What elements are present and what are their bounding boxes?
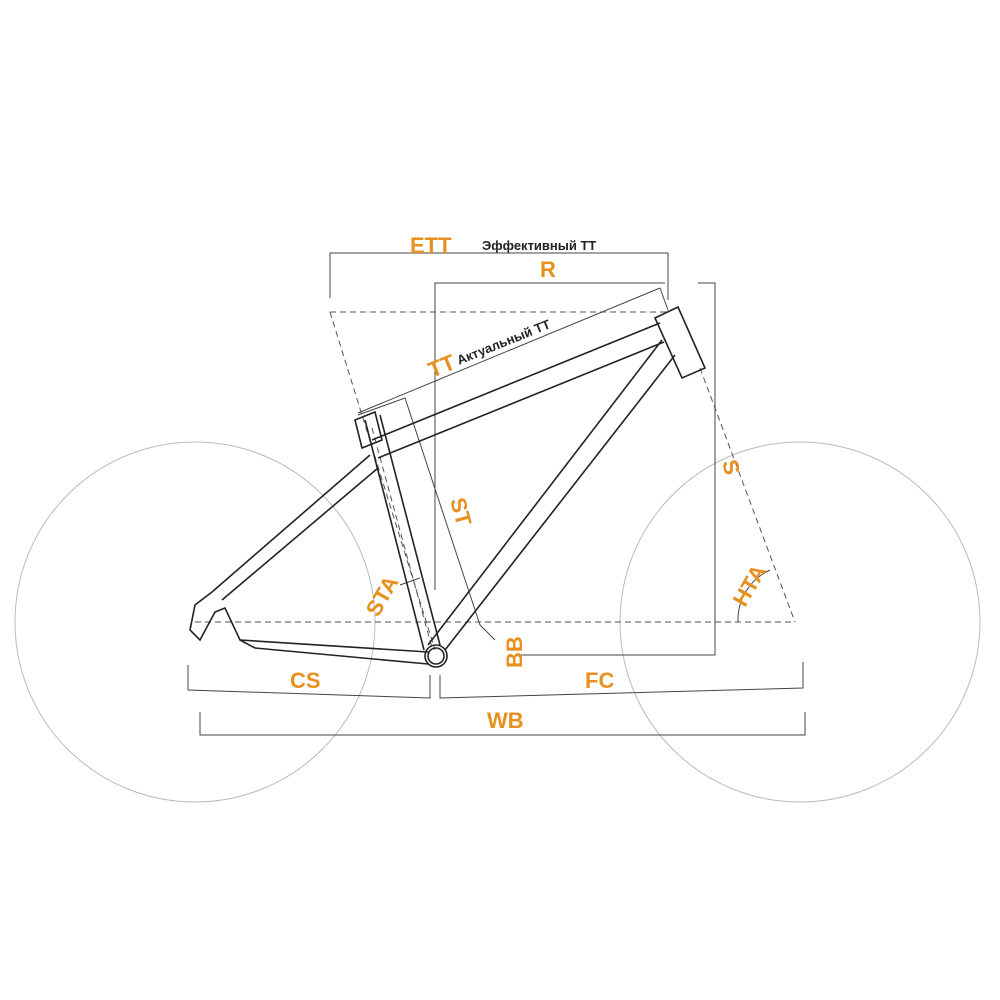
ett-bracket xyxy=(329,252,669,300)
down-tube xyxy=(427,339,663,646)
seat-tube-axis xyxy=(371,427,433,649)
rear-dropout xyxy=(189,591,256,649)
sta-leader xyxy=(399,577,421,586)
stack-bracket xyxy=(520,282,716,656)
chain-stay xyxy=(239,639,429,653)
head-tube xyxy=(653,305,707,380)
tt-bracket-end xyxy=(659,287,669,311)
ett-description: Эффективный ТТ xyxy=(482,238,596,253)
head-angle-line xyxy=(699,367,796,623)
st-label: ST xyxy=(445,495,477,529)
st-bracket xyxy=(357,397,496,641)
stack-label: S xyxy=(717,457,745,478)
cs-label: CS xyxy=(290,668,321,693)
hta-label: HTA xyxy=(728,560,771,610)
cs-bracket xyxy=(187,665,431,699)
ett-label: ETT xyxy=(410,233,452,258)
bb-label: BB xyxy=(502,636,527,668)
hta-arc xyxy=(737,569,771,623)
seat-tube-top xyxy=(354,410,383,450)
wb-label: WB xyxy=(487,708,524,733)
seat-tube xyxy=(364,419,425,651)
frame xyxy=(189,305,707,668)
reach-label: R xyxy=(540,257,556,282)
tt-bracket xyxy=(357,287,661,414)
top-tube xyxy=(371,322,661,441)
fc-bracket xyxy=(439,662,804,699)
front-wheel xyxy=(619,441,981,803)
fc-label: FC xyxy=(585,668,614,693)
wb-bracket xyxy=(199,712,806,736)
tt-description: Актуальный ТТ xyxy=(455,316,553,367)
bottom-bracket xyxy=(424,644,448,668)
sta-label: STA xyxy=(361,571,404,620)
seat-stay xyxy=(211,454,371,593)
